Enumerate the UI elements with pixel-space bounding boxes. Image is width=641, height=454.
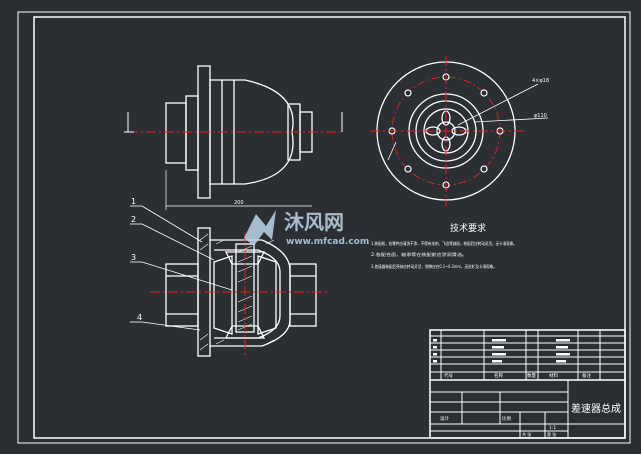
tb-header-code: 代号 [444,372,453,379]
watermark: 沐风网 www.mfcad.com [244,210,369,247]
front-dimension: 200 [234,200,244,206]
sheet-inner-border [33,16,626,439]
front-left-shaft [165,102,187,164]
front-view[interactable] [165,65,313,210]
side-dimension-2: φ110 [534,113,547,119]
watermark-url: www.mfcad.com [286,237,369,247]
tb-designer-label: 设计 [440,415,449,422]
tb-drawing-name: 差速器总成 [571,402,621,415]
callout-3: 3 [131,253,136,262]
callout-2: 2 [131,215,136,224]
callout-1: 1 [131,197,136,206]
tb-header-qty: 数量 [527,372,536,379]
tb-sheet-current: 第 张 [547,431,556,437]
callout-4: 4 [137,313,142,322]
parts-list-entries [433,339,570,363]
tech-req-line-3: 3.差速器装配后壳体应转动灵活，侧隙应在0.1~0.2mm，无松旷及卡滞现象。 [371,263,497,270]
front-left-hub [185,95,199,171]
callout-leaders [130,205,233,331]
tb-scale-value: 1:1 [549,425,556,431]
tb-header-material: 材料 [549,372,558,379]
mfcad-logo-icon [244,210,276,246]
tb-header-name: 名称 [494,372,503,379]
tb-scale-label: 比例 [502,415,511,422]
title-block[interactable] [429,329,626,439]
tb-sheet-total: 共 张 [522,431,531,437]
sheet-outer-border [17,11,631,444]
side-dimension-1: 4×φ18 [532,78,549,84]
watermark-brand: 沐风网 [284,210,344,234]
tb-header-remark: 备注 [582,372,591,379]
tech-req-line-2: 2.各配合面，轴承等在装配前应涂润滑油。 [371,251,467,258]
tech-req-line-1: 1.装配前，各零件应清洗干净，不得有毛刺、飞边等缺陷，装配后应转动灵活，无卡滞现… [371,240,517,247]
tech-req-title: 技术要求 [450,222,486,234]
